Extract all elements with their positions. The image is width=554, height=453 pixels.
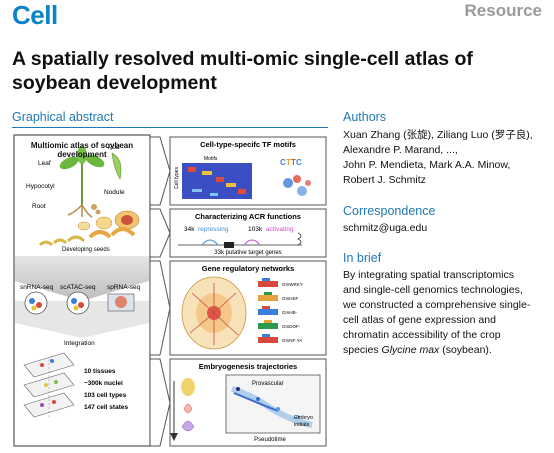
chevron-embryo <box>149 358 171 447</box>
graphical-abstract-drawing: Leaf Pod Hypocotyl Nodule Root Developin… <box>13 134 327 447</box>
assay-icons <box>24 291 135 315</box>
atlas-box-title-line-1: Multiomic atlas of soybean <box>30 141 134 150</box>
embryo-panel-title: Embryogenesis trajectories <box>199 362 297 371</box>
assay-sprna-label: spRNA-seq <box>107 284 141 291</box>
graphical-abstract-figure: Leaf Pod Hypocotyl Nodule Root Developin… <box>12 133 328 448</box>
in-brief-line-3: we constructed a comprehensive single- <box>343 299 531 311</box>
organ-nodule-label: Nodule <box>104 189 125 196</box>
in-brief-line-1: By integrating spatial transcriptomics <box>343 269 514 281</box>
integration-layers-icon <box>23 352 75 418</box>
graphical-abstract-heading: Graphical abstract <box>12 110 114 124</box>
stat-nuclei: ~300k nuclei <box>84 380 123 387</box>
svg-text:T: T <box>286 158 291 167</box>
chevron-motifs <box>149 136 171 206</box>
motif-umap-icon <box>283 175 311 196</box>
embryo-initials-line-2: initials <box>294 422 310 428</box>
motif-logo-icon: C T T C <box>280 158 302 167</box>
article-type-badge: Resource <box>464 1 542 20</box>
atlas-box-title: Multiomic atlas of soybean development <box>18 141 146 159</box>
chevron-grn <box>149 260 171 356</box>
plant-icon <box>59 146 105 218</box>
correspondence-heading: Correspondence <box>343 204 436 218</box>
grn-gene-logos <box>258 278 278 343</box>
trajectory-plot <box>231 386 313 428</box>
grn-gene-5: GmNF-YA <box>282 338 302 343</box>
stat-cell-states: 147 cell states <box>84 404 128 411</box>
organ-pod-label: Pod <box>108 144 120 151</box>
motifs-axis-label: Motifs <box>204 156 218 162</box>
funnel-shape <box>15 256 149 301</box>
in-brief-line-2: and single-cell genomics technologies, <box>343 284 523 296</box>
chevron-acr <box>149 208 171 258</box>
acr-panel-title: Characterizing ACR functions <box>195 212 301 221</box>
embryo-initials-line-1: Embryo <box>294 415 313 421</box>
motifs-panel-title: Cell-type-specifc TF motifs <box>200 140 296 149</box>
organ-hypocotyl-label: Hypocotyl <box>26 183 55 190</box>
paper-title-line-1: A spatially resolved multi-omic single-c… <box>12 48 473 70</box>
svg-text:T: T <box>291 158 296 167</box>
in-brief-line-5: chromatin accessibility of the crop <box>343 329 501 341</box>
grn-network-icon <box>181 276 247 350</box>
assay-scatac-label: scATAC-seq <box>60 284 96 291</box>
journal-logo: Cell <box>12 0 58 30</box>
grn-gene-4: GmDOF- <box>282 324 301 329</box>
stat-cell-types: 103 cell types <box>84 392 127 399</box>
acr-activating-word: activating <box>266 226 294 233</box>
correspondence-email[interactable]: schmitz@uga.edu <box>343 222 428 234</box>
integration-label: Integration <box>64 340 95 347</box>
graphical-abstract-rule <box>12 127 328 128</box>
atlas-box-title-line-2: development <box>57 150 107 159</box>
grn-gene-3: GmHB- <box>282 310 298 315</box>
grn-gene-1: GmWRKY <box>282 282 303 287</box>
in-brief-species-suffix: (soybean). <box>439 344 492 356</box>
authors-line-3: John P. Mendieta, Mark A.A. Minow, <box>343 159 511 171</box>
paper-title: A spatially resolved multi-omic single-c… <box>12 47 542 95</box>
paper-title-line-2: soybean development <box>12 72 217 94</box>
developing-seeds-icon <box>38 210 140 247</box>
acr-target-genes: 33k putative target genes <box>214 250 281 256</box>
acr-repressing-count: 34k <box>184 226 195 233</box>
in-brief-species-prefix: species <box>343 344 382 356</box>
stat-tissues: 10 tissues <box>84 368 116 375</box>
assay-snrna-label: snRNA-seq <box>20 284 54 291</box>
in-brief-heading: In brief <box>343 251 382 265</box>
celltypes-axis-label: Cell types <box>174 167 180 189</box>
in-brief-text: By integrating spatial transcriptomics a… <box>343 268 530 358</box>
organ-leaf-label: Leaf <box>38 160 51 167</box>
svg-text:C: C <box>296 158 302 167</box>
grn-panel-title: Gene regulatory networks <box>202 264 295 273</box>
developing-seeds-label: Developing seeds <box>62 247 110 253</box>
in-brief-line-6: species Glycine max (soybean). <box>343 343 530 358</box>
organ-root-label: Root <box>32 203 46 210</box>
in-brief-line-4: cell atlas of gene expression and <box>343 314 496 326</box>
authors-heading: Authors <box>343 110 387 124</box>
embryo-stages-icon <box>170 378 195 441</box>
acr-track-icon <box>178 232 302 248</box>
authors-line-4: Robert J. Schmitz <box>343 174 426 186</box>
pod-icon <box>111 152 122 180</box>
provascular-label: Provascular <box>252 381 284 387</box>
in-brief-species-name: Glycine max <box>381 344 440 356</box>
svg-text:C: C <box>280 158 286 167</box>
panel-acr <box>169 208 327 258</box>
pseudotime-label: Pseudotime <box>254 437 286 443</box>
acr-activating-count: 103k <box>248 226 263 233</box>
authors-line-1: Xuan Zhang (张旋), Ziliang Luo (罗子良), <box>343 129 533 141</box>
authors-line-2: Alexandre P. Marand, ..., <box>343 144 458 156</box>
motif-heatmap <box>182 163 252 199</box>
authors-list: Xuan Zhang (张旋), Ziliang Luo (罗子良), Alex… <box>343 128 533 188</box>
acr-repressing-word: repressing <box>198 226 229 233</box>
grn-gene-2: GmHSF <box>282 296 299 301</box>
